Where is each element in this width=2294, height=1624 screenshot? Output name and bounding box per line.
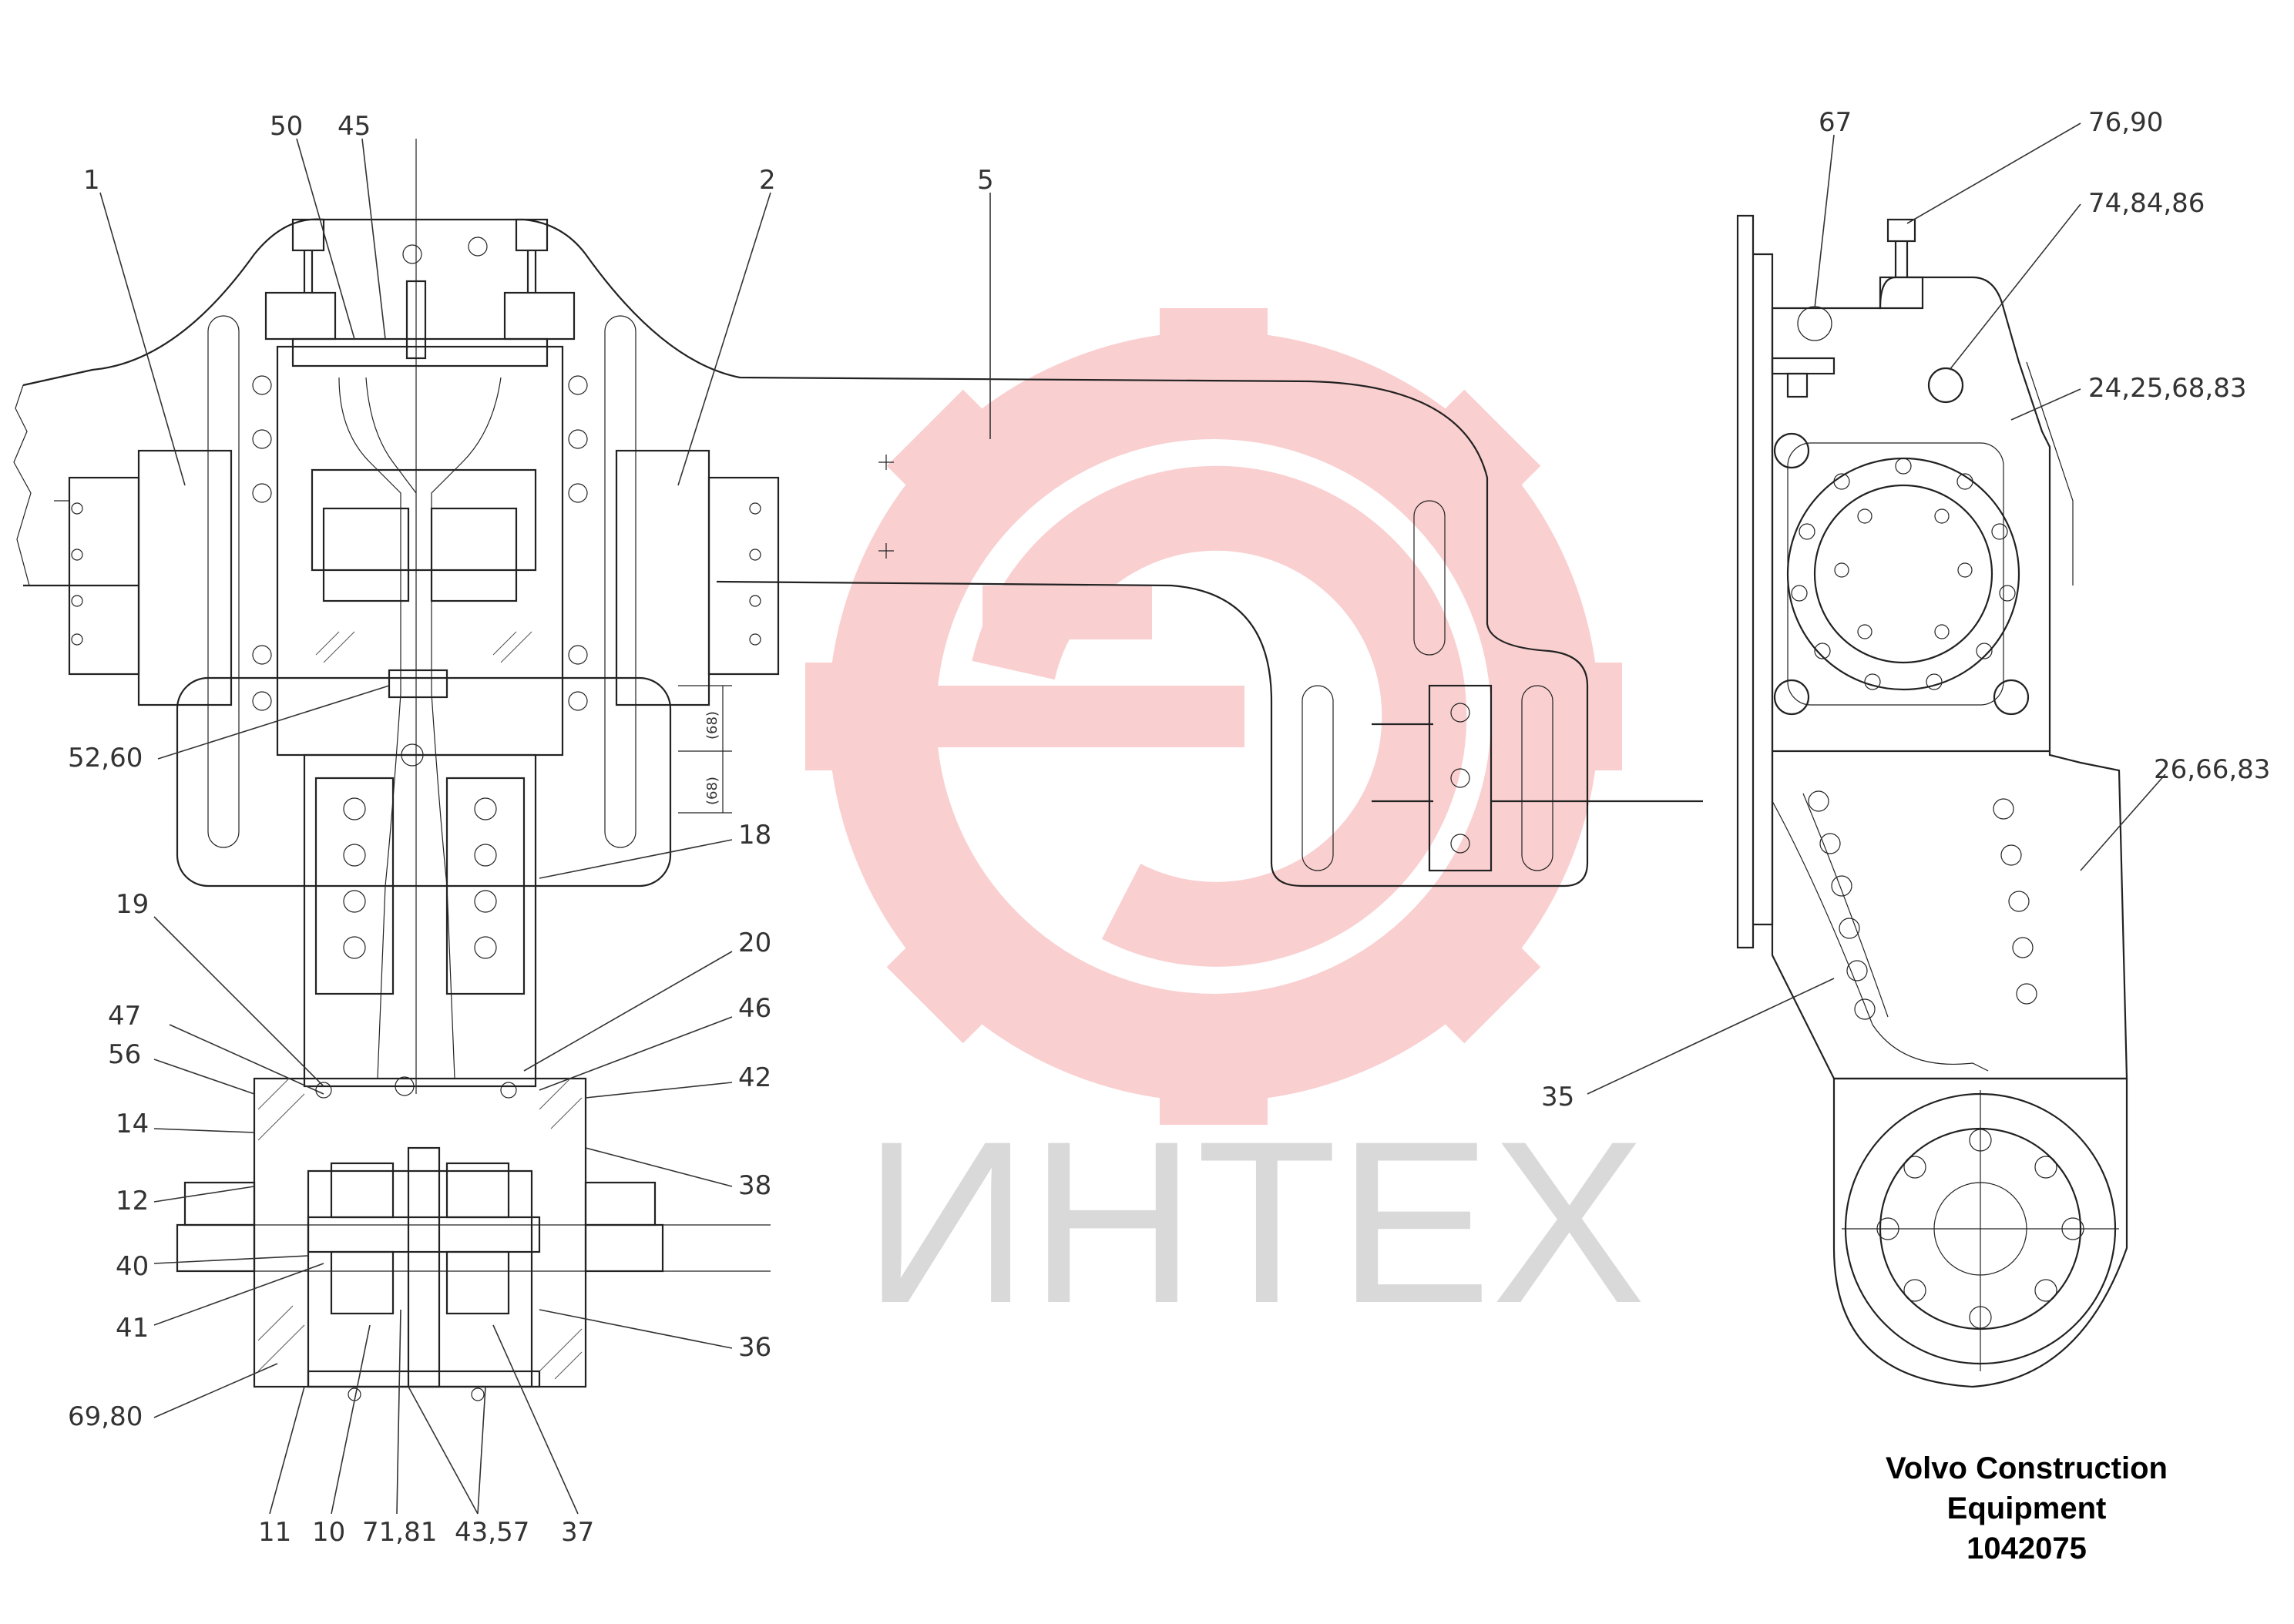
flange-bolts xyxy=(1791,458,2016,690)
callout-10: 10 xyxy=(312,1517,345,1548)
caption-company-line2: Equipment xyxy=(1946,1491,2107,1525)
callout-47: 47 xyxy=(108,1001,141,1032)
dim-upper: (68) xyxy=(704,711,720,740)
hatch-lower xyxy=(257,1078,583,1380)
callout-24-25-68-83: 24,25,68,83 xyxy=(2088,373,2246,404)
dim-lower: (68) xyxy=(704,777,720,805)
callout-52-60: 52,60 xyxy=(68,743,143,773)
left-view: (68) (68) xyxy=(13,139,1589,1401)
right-view xyxy=(1736,214,2128,1388)
callout-69-80: 69,80 xyxy=(68,1401,143,1432)
callout-71-81: 71,81 xyxy=(362,1517,437,1548)
callout-50: 50 xyxy=(270,111,303,142)
callout-18: 18 xyxy=(738,820,771,851)
caption-block: Volvo Construction Equipment 1042075 xyxy=(1772,1448,2281,1569)
callout-41: 41 xyxy=(116,1313,149,1344)
crosshair-marks xyxy=(878,455,894,559)
gear-logo-icon xyxy=(805,308,1622,1125)
callout-1: 1 xyxy=(83,165,100,196)
caption-company: Volvo Construction xyxy=(1886,1451,2168,1485)
callout-45: 45 xyxy=(338,111,371,142)
callout-40: 40 xyxy=(116,1251,149,1282)
callout-35: 35 xyxy=(1541,1082,1574,1112)
callouts-right: 67 76,90 74,84,86 24,25,68,83 26,66,83 3… xyxy=(1541,107,2270,1112)
callout-74-84-86: 74,84,86 xyxy=(2088,188,2205,219)
callout-26-66-83: 26,66,83 xyxy=(2154,754,2270,785)
leader-lines-right xyxy=(1587,122,2166,1095)
leader-lines-left xyxy=(99,138,991,1515)
callout-2: 2 xyxy=(759,165,776,196)
callout-46: 46 xyxy=(738,993,771,1024)
callout-38: 38 xyxy=(738,1170,771,1201)
watermark-text: ИНТЕХ xyxy=(863,1092,1646,1351)
callout-11: 11 xyxy=(258,1517,291,1548)
callout-5: 5 xyxy=(977,165,994,196)
callout-20: 20 xyxy=(738,928,771,958)
callout-12: 12 xyxy=(116,1186,149,1216)
callout-76-90: 76,90 xyxy=(2088,107,2163,138)
callout-14: 14 xyxy=(116,1109,149,1139)
callout-42: 42 xyxy=(738,1062,771,1093)
bolt-heads xyxy=(252,375,588,711)
caption-part-number: 1042075 xyxy=(1967,1532,2087,1565)
callouts-left: 1 2 5 50 45 52,60 18 19 20 47 46 56 42 1… xyxy=(68,111,994,1548)
callout-67: 67 xyxy=(1819,107,1852,138)
callout-56: 56 xyxy=(108,1039,141,1070)
chain-links-left xyxy=(343,797,497,959)
callout-37: 37 xyxy=(561,1517,594,1548)
callout-36: 36 xyxy=(738,1332,771,1363)
callout-43-57: 43,57 xyxy=(455,1517,529,1548)
hatch-upper xyxy=(315,631,532,663)
chain-links-right xyxy=(1808,790,2037,1020)
callout-19: 19 xyxy=(116,889,149,920)
